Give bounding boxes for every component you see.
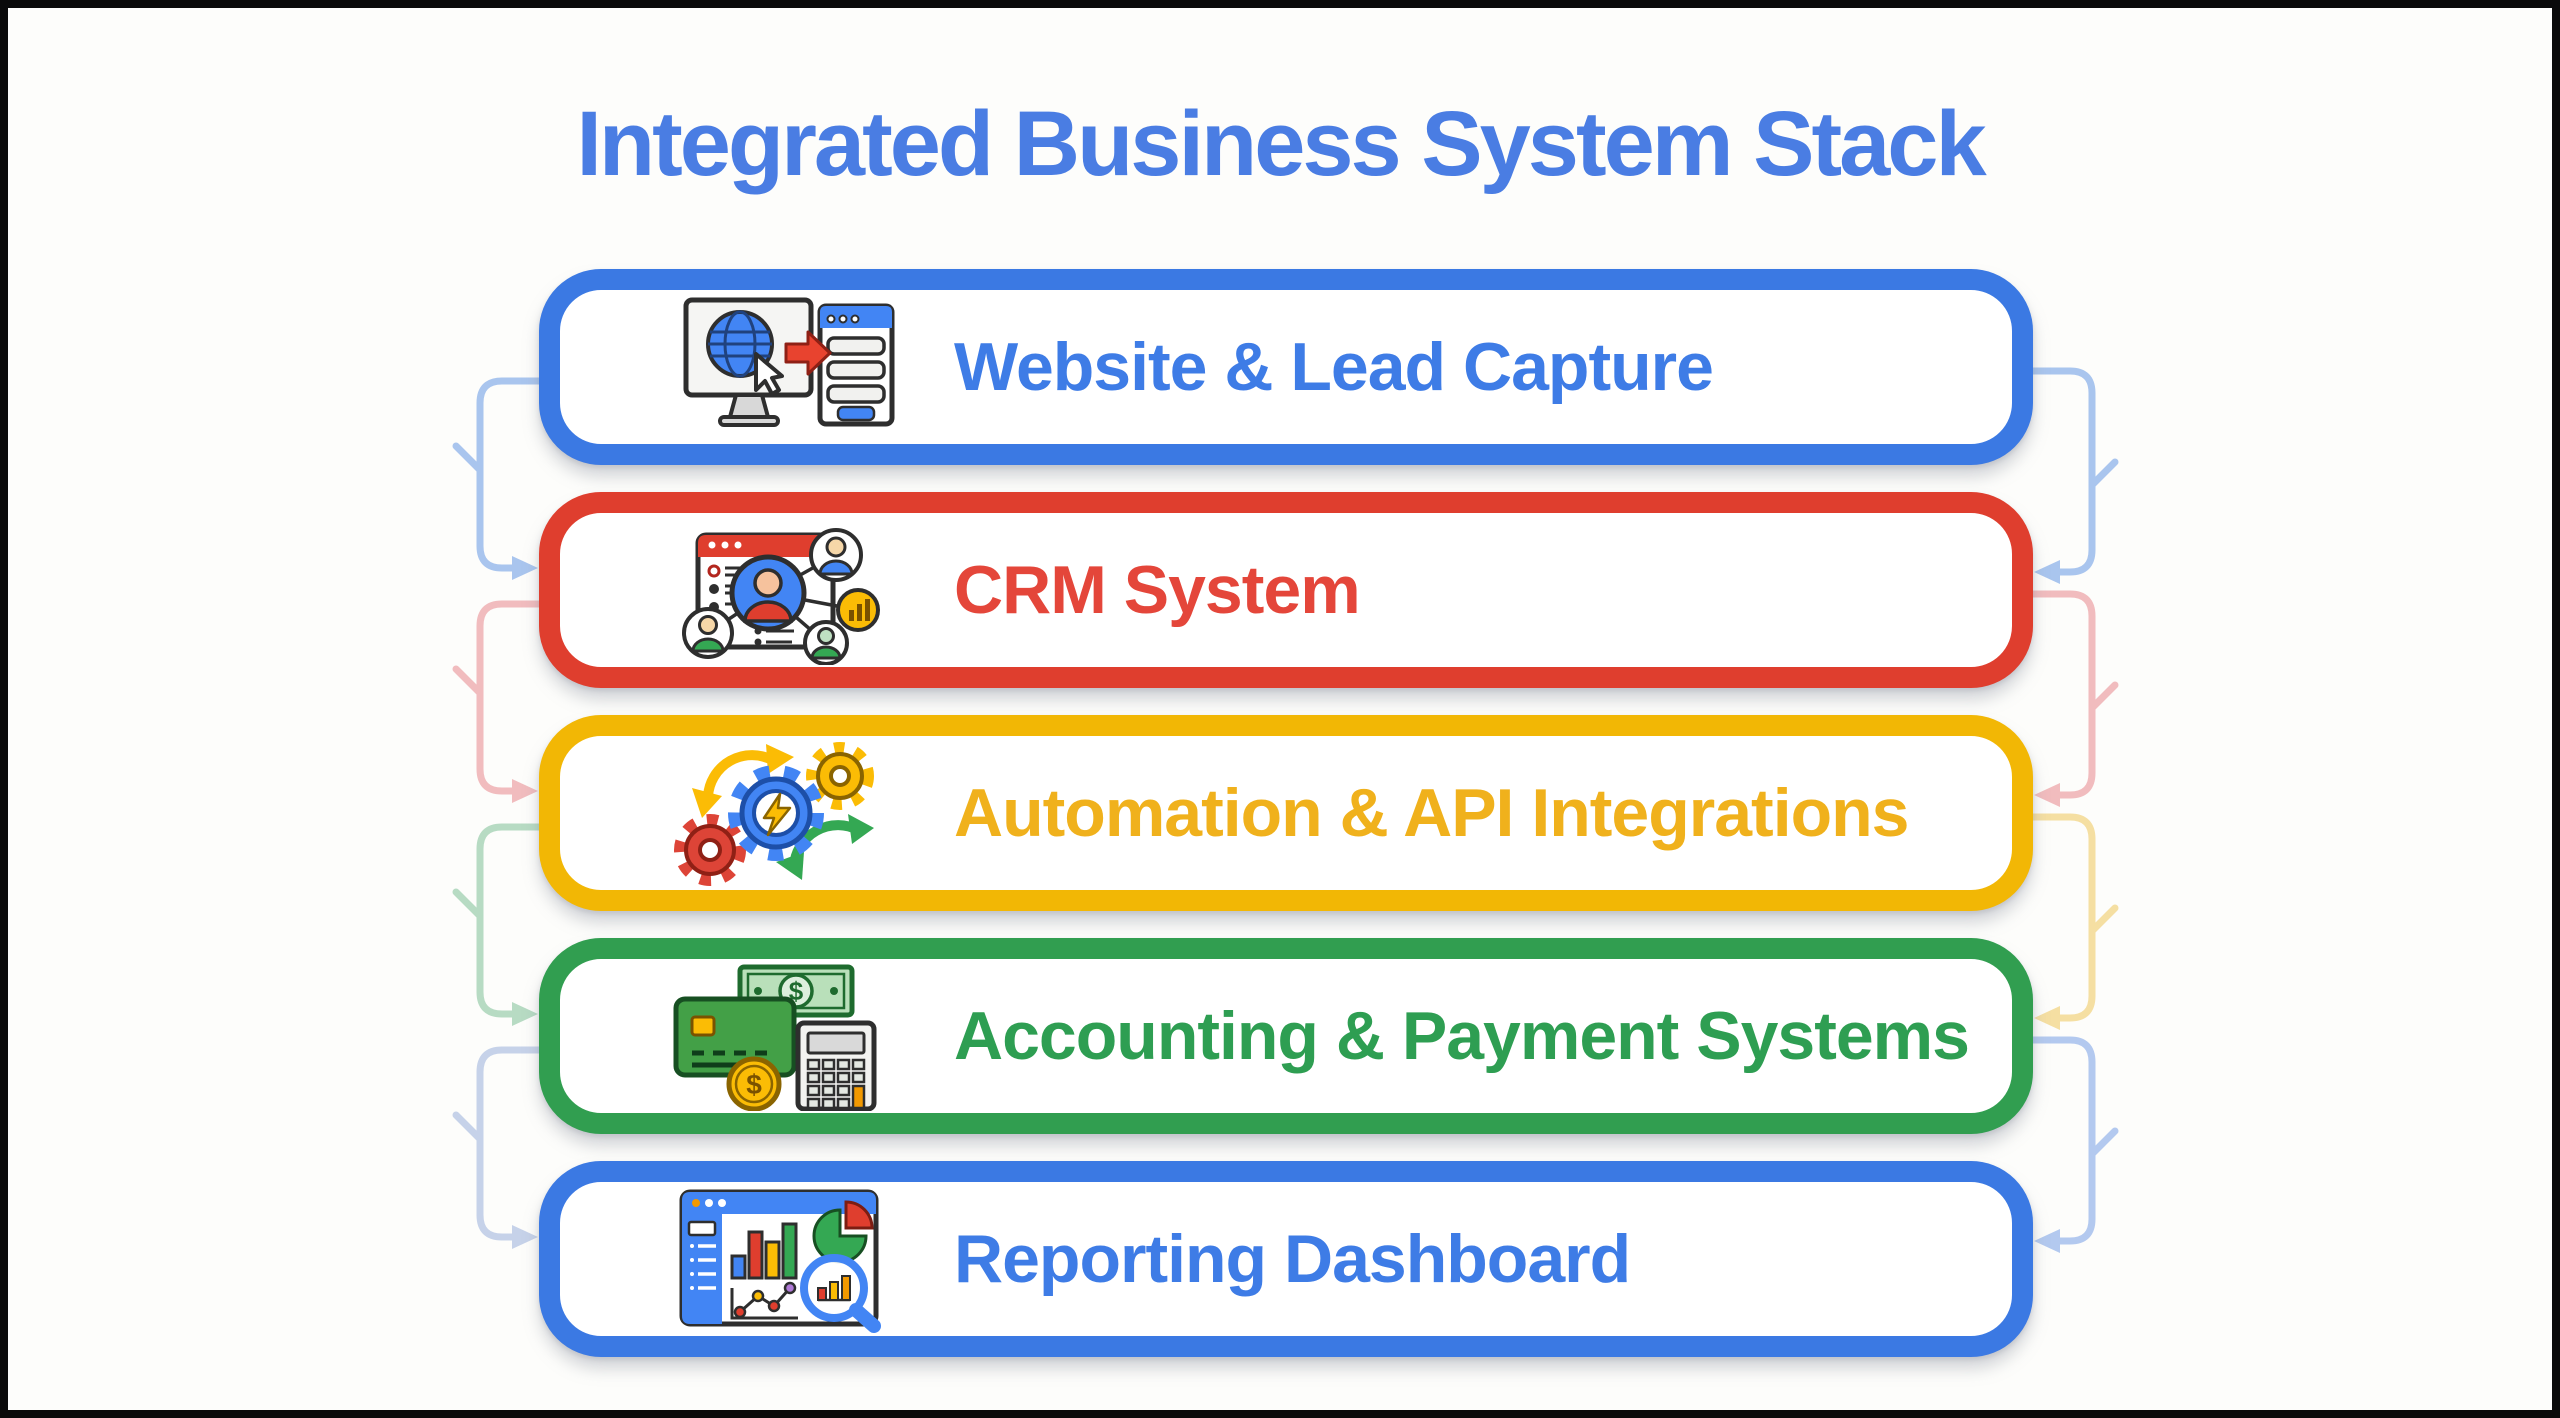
connector-right-1 bbox=[2029, 367, 2119, 584]
connector-right-4 bbox=[2029, 1036, 2119, 1253]
connector-right-2 bbox=[2029, 590, 2119, 807]
stack-box-label: CRM System bbox=[954, 552, 1361, 628]
stack-box-label: Accounting & Payment Systems bbox=[954, 998, 1970, 1074]
svg-text:$: $ bbox=[746, 1069, 762, 1100]
website-lead-capture-icon bbox=[648, 292, 918, 442]
svg-text:$: $ bbox=[789, 976, 804, 1006]
stack-box-label: Automation & API Integrations bbox=[954, 775, 1909, 851]
connector-left-3 bbox=[452, 823, 543, 1026]
connector-left-4 bbox=[452, 1046, 543, 1249]
stack-box-website-lead-capture: Website & Lead Capture bbox=[539, 269, 2033, 465]
stack-box-crm-system: CRM System bbox=[539, 492, 2033, 688]
connector-left-2 bbox=[452, 600, 543, 803]
crm-network-icon bbox=[648, 515, 918, 665]
stack-box-accounting-payment: $ $ Accounting bbox=[539, 938, 2033, 1134]
stack-box-label: Reporting Dashboard bbox=[954, 1221, 1631, 1297]
stack-box-label: Website & Lead Capture bbox=[954, 329, 1714, 405]
page-title: Integrated Business System Stack bbox=[576, 93, 1986, 195]
automation-gears-icon bbox=[648, 738, 918, 888]
reporting-dashboard-icon bbox=[648, 1184, 918, 1334]
connector-right-3 bbox=[2029, 813, 2119, 1030]
connector-left-1 bbox=[452, 377, 543, 580]
stack-box-automation-api: Automation & API Integrations bbox=[539, 715, 2033, 911]
stack-box-reporting-dashboard: Reporting Dashboard bbox=[539, 1161, 2033, 1357]
accounting-payment-icon: $ $ bbox=[648, 961, 918, 1111]
